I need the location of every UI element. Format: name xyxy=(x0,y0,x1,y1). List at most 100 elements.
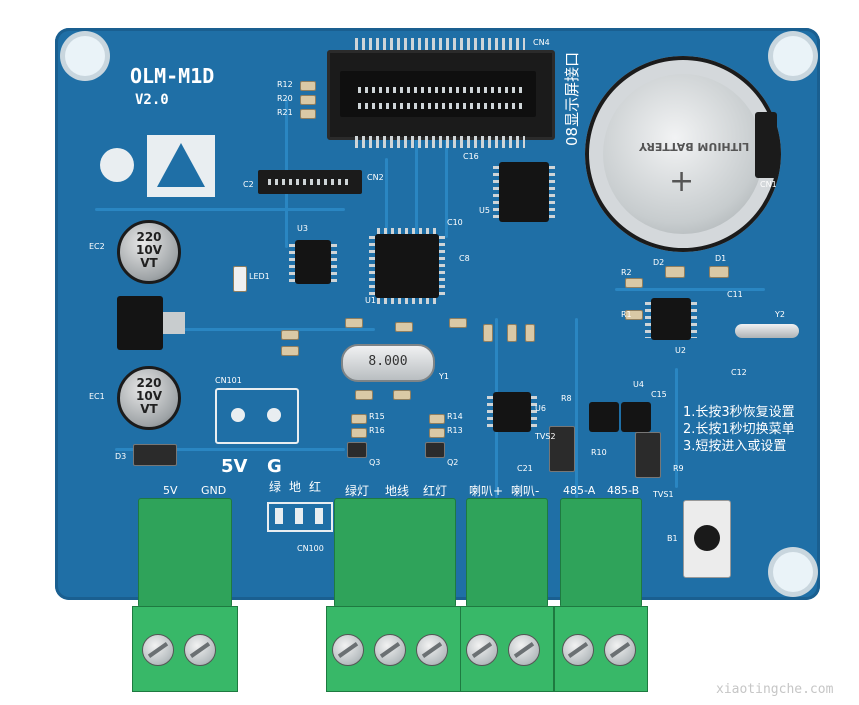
terminal-screw[interactable] xyxy=(562,634,594,666)
led1 xyxy=(233,266,247,292)
ref-c15: C15 xyxy=(651,390,667,399)
ref-u4: U4 xyxy=(633,380,644,389)
ref-cn100: CN100 xyxy=(297,544,324,553)
push-button-b1[interactable] xyxy=(683,500,731,578)
board-title: OLM-M1D xyxy=(130,64,215,88)
terminal-screw[interactable] xyxy=(184,634,216,666)
terminal-label-green-light: 绿灯 xyxy=(345,484,370,498)
ref-c10: C10 xyxy=(447,218,463,227)
terminal-screw[interactable] xyxy=(416,634,448,666)
pin-header-cn2 xyxy=(258,170,362,194)
terminal-block-speaker xyxy=(466,498,548,608)
ref-r8: R8 xyxy=(561,394,572,403)
terminal-block-lights xyxy=(334,498,456,608)
terminal-screw[interactable] xyxy=(604,634,636,666)
jumper-label-green: 绿 xyxy=(269,480,282,494)
ref-u5: U5 xyxy=(479,206,490,215)
ref-r16: R16 xyxy=(369,426,385,435)
resistor xyxy=(429,414,445,424)
instruction-line-2: 2.长按1秒切换菜单 xyxy=(683,422,795,437)
ref-d3: D3 xyxy=(115,452,127,461)
board-version: V2.0 xyxy=(135,92,169,108)
terminal-block-rs485 xyxy=(560,498,642,608)
ref-d1: D1 xyxy=(715,254,727,263)
terminal-label-speaker-minus: 喇叭- xyxy=(511,484,540,498)
transistor-q3 xyxy=(347,442,367,458)
transistor-q2 xyxy=(425,442,445,458)
pcb-trace xyxy=(675,368,678,488)
ref-u6: U6 xyxy=(535,404,546,413)
ic-u4 xyxy=(589,402,619,432)
mounting-hole xyxy=(65,36,105,76)
ref-r10: R10 xyxy=(591,448,607,457)
ref-c11: C11 xyxy=(727,290,743,299)
power-connector-outline xyxy=(215,388,299,444)
terminal-screw[interactable] xyxy=(142,634,174,666)
ref-r9: R9 xyxy=(673,464,684,473)
ref-y1: Y1 xyxy=(439,372,449,381)
capacitor xyxy=(345,318,363,328)
header-label: CN4 xyxy=(533,38,550,47)
resistor xyxy=(625,278,643,288)
ref-r13: R13 xyxy=(447,426,463,435)
header-connector xyxy=(327,50,555,140)
ic-u5 xyxy=(499,162,549,222)
header-pins xyxy=(355,136,525,148)
pcb-trace xyxy=(615,288,765,291)
electrolytic-capacitor-ec1: 220 10V VT xyxy=(117,366,181,430)
ref-y2: Y2 xyxy=(775,310,785,319)
terminal-screw[interactable] xyxy=(332,634,364,666)
regulator-tab xyxy=(163,312,185,334)
pcb-trace xyxy=(175,328,375,331)
mounting-hole xyxy=(773,36,813,76)
pcb-trace xyxy=(95,208,345,211)
resistor xyxy=(525,324,535,342)
ref-r12: R12 xyxy=(277,80,293,89)
terminal-label-gnd: GND xyxy=(201,484,227,497)
ref-q3: Q3 xyxy=(369,458,381,467)
terminal-screw[interactable] xyxy=(374,634,406,666)
ic-u3 xyxy=(295,240,331,284)
diode xyxy=(665,266,685,278)
ref-r1: R1 xyxy=(621,310,632,319)
ground-symbol-icon xyxy=(100,148,134,182)
diode xyxy=(709,266,729,278)
terminal-screw[interactable] xyxy=(508,634,540,666)
instruction-line-3: 3.短按进入或设置 xyxy=(683,439,787,454)
resistor xyxy=(300,109,316,119)
ref-ec1: EC1 xyxy=(89,392,105,401)
resistor xyxy=(351,414,367,424)
ref-c2: C2 xyxy=(243,180,254,189)
ref-u3: U3 xyxy=(297,224,308,233)
pcb-trace xyxy=(385,158,388,268)
pcb-trace xyxy=(415,138,418,238)
capacitor xyxy=(281,330,299,340)
mounting-hole xyxy=(773,552,813,592)
terminal-label-red-light: 红灯 xyxy=(423,484,448,498)
ref-led1: LED1 xyxy=(249,272,270,281)
ref-q2: Q2 xyxy=(447,458,459,467)
instructions-block: 1.长按3秒恢复设置 2.长按1秒切换菜单 3.短按进入或设置 xyxy=(683,404,795,455)
resistor xyxy=(625,310,643,320)
terminal-block-power xyxy=(138,498,232,608)
terminal-screw[interactable] xyxy=(466,634,498,666)
ref-r20: R20 xyxy=(277,94,293,103)
ref-r15: R15 xyxy=(369,412,385,421)
jumper-label-ground: 地 xyxy=(289,480,302,494)
terminal-label-485b: 485-B xyxy=(607,484,640,497)
ref-b1: B1 xyxy=(667,534,678,543)
pcb-trace xyxy=(115,448,345,451)
ref-u1: U1 xyxy=(365,296,376,305)
ref-cn101: CN101 xyxy=(215,376,242,385)
pcb-trace xyxy=(445,138,448,238)
ref-tvs2: TVS2 xyxy=(535,432,556,441)
electrolytic-capacitor-ec2: 220 10V VT xyxy=(117,220,181,284)
resistor xyxy=(351,428,367,438)
diode-d3 xyxy=(133,444,177,466)
capacitor xyxy=(355,390,373,400)
voltage-regulator xyxy=(117,296,163,350)
ref-ec2: EC2 xyxy=(89,242,105,251)
resistor xyxy=(483,324,493,342)
ref-r2: R2 xyxy=(621,268,632,277)
ref-r14: R14 xyxy=(447,412,463,421)
